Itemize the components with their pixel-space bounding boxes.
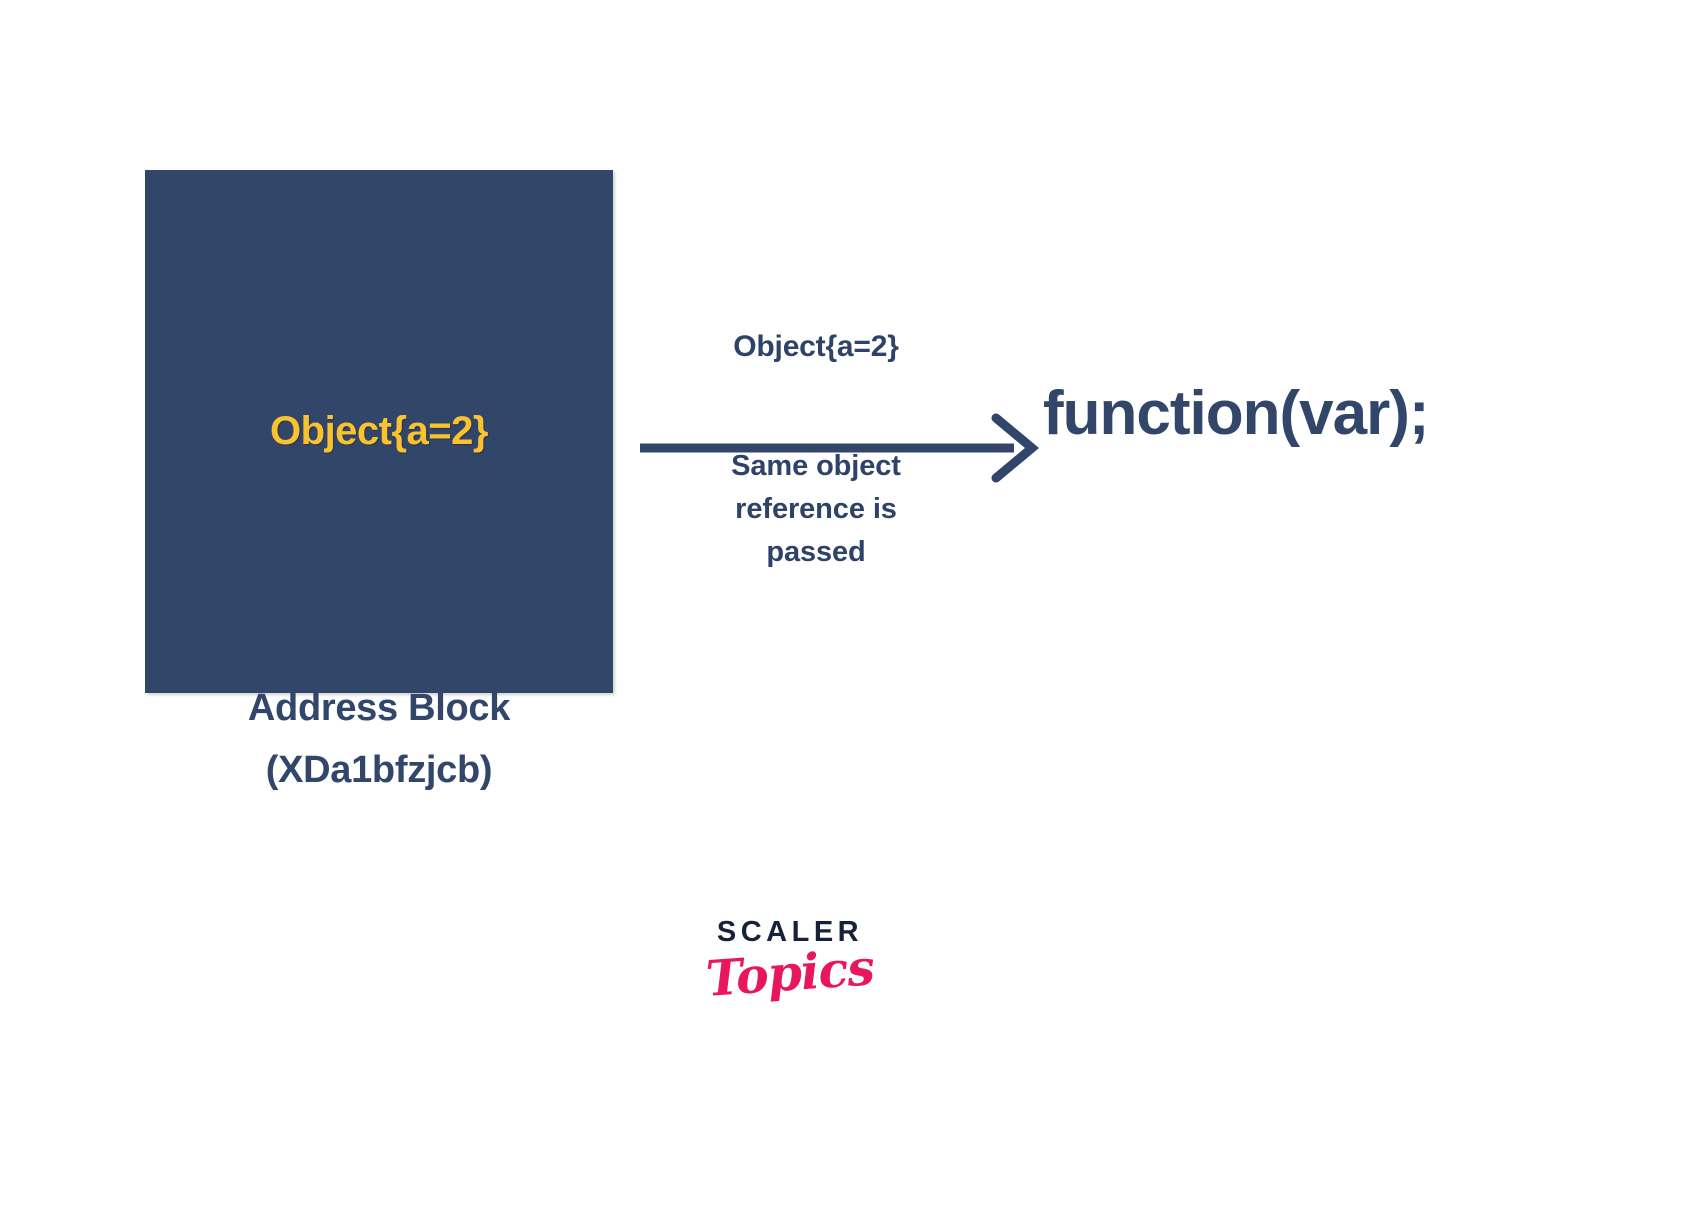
right-arrow-icon [640, 413, 1040, 483]
address-block-caption: Address Block (XDa1bfzjcb) [145, 678, 613, 801]
logo-scaler-wordmark: SCALER [716, 916, 864, 948]
reference-arrow-group: Object{a=2} Same object reference is pas… [636, 330, 1040, 590]
arrow-sub-label-line1: Same object [731, 450, 901, 482]
block-object-value: Object{a=2} [270, 409, 488, 453]
arrow-sub-label: Same object reference is passed [636, 445, 996, 574]
arrow-sub-label-line3: passed [766, 535, 866, 568]
address-block-caption-line1: Address Block [247, 687, 511, 729]
arrow-top-label: Object{a=2} [733, 330, 899, 363]
arrow-sub-label-line2: reference is [735, 492, 897, 525]
function-call-text: function(var); [1043, 379, 1430, 448]
address-block-rectangle: Object{a=2} [145, 170, 613, 693]
logo-topics-wordmark: Topics [704, 938, 876, 1008]
scaler-topics-logo: SCALER Topics [690, 916, 890, 1008]
address-block-caption-line2: (XDa1bfzjcb) [265, 748, 493, 791]
